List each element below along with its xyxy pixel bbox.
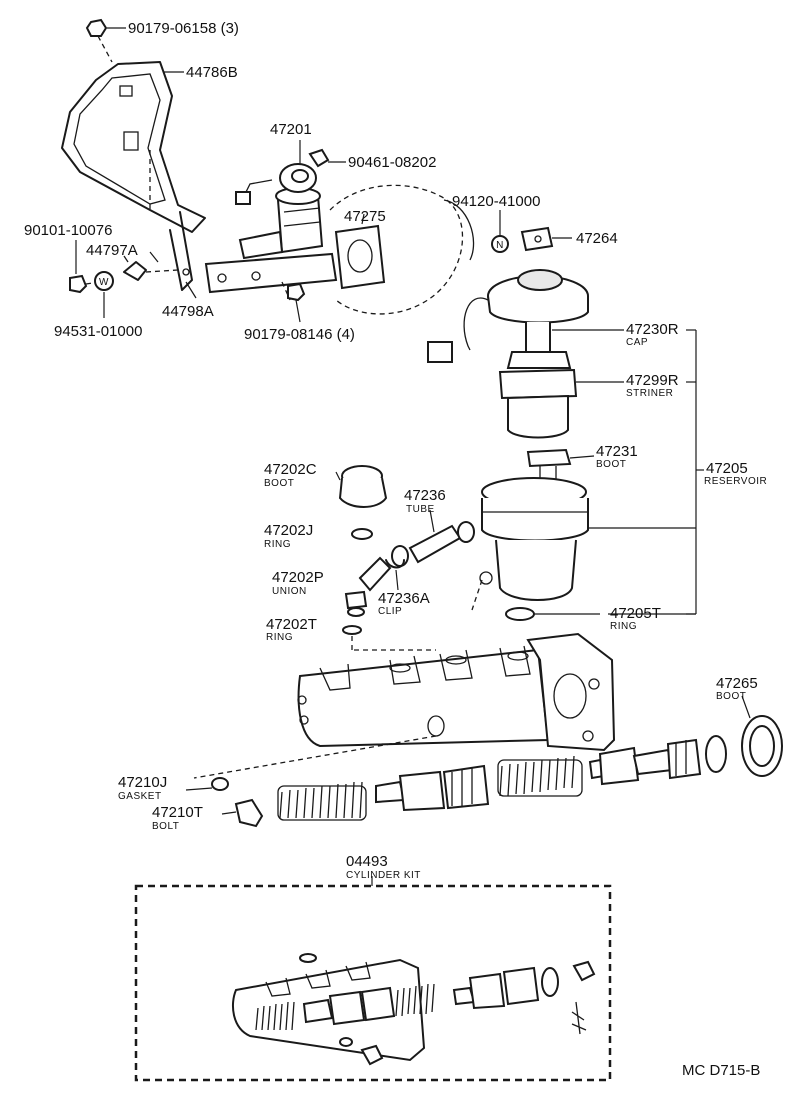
diagram-id: MC D715-B xyxy=(682,1062,760,1079)
reservoir-bracket-line xyxy=(608,329,704,615)
callout-c18: 47236 xyxy=(404,487,446,504)
bracket-47264 xyxy=(520,226,572,252)
callout-c15: 47231 xyxy=(596,443,638,460)
callout-c23: 47205T xyxy=(610,605,661,622)
nut-90179-08146 xyxy=(287,282,306,323)
ring-47202j xyxy=(351,528,373,540)
callout-c13: 47230R xyxy=(626,321,679,338)
bolt-47210t xyxy=(221,798,264,828)
booster-outline xyxy=(329,184,475,315)
callout-c2: 44786B xyxy=(186,64,238,81)
cylinder-kit-box xyxy=(134,884,612,1082)
washer-marker: W xyxy=(99,277,109,288)
callout-c9: 44797A xyxy=(86,242,138,259)
callout-c25: 47210J xyxy=(118,774,167,791)
ring-47202t xyxy=(342,625,362,635)
callout-c27-caption: CYLINDER KIT xyxy=(346,870,421,881)
callout-c13-caption: CAP xyxy=(626,337,648,348)
kit-contents xyxy=(232,953,596,1066)
callout-c10: 44798A xyxy=(162,303,214,320)
callout-c8: 90101-10076 xyxy=(24,222,112,239)
spring-primary xyxy=(277,781,367,821)
callout-c14: 47299R xyxy=(626,372,679,389)
callout-c3: 47201 xyxy=(270,121,312,138)
gasket-47275 xyxy=(334,213,386,290)
callout-c21-caption: CLIP xyxy=(378,606,402,617)
callout-c19: 47202J xyxy=(264,522,313,539)
washer-94531-01000: W xyxy=(94,271,114,318)
clip-47236a xyxy=(385,559,405,591)
snap-ring xyxy=(705,735,727,773)
callout-c14-caption: STRINER xyxy=(626,388,673,399)
cap-47230r xyxy=(427,269,624,363)
nut-94120-41000: N xyxy=(491,210,509,253)
callout-c26-caption: BOLT xyxy=(152,821,179,832)
strainer-47299r xyxy=(498,351,624,439)
callout-c21: 47236A xyxy=(378,590,430,607)
nut-marker: N xyxy=(496,240,504,251)
callout-c17: 47202C xyxy=(264,461,317,478)
callout-c17-caption: BOOT xyxy=(264,478,294,489)
bracket-44786b xyxy=(61,61,206,291)
callout-c16-caption: RESERVOIR xyxy=(704,476,767,487)
clip-90461-08202 xyxy=(308,148,346,168)
boot-47231 xyxy=(526,448,595,487)
callout-c20-caption: UNION xyxy=(272,586,307,597)
ring-47205t xyxy=(505,607,600,621)
reservoir-47205 xyxy=(471,477,696,611)
piston-secondary xyxy=(588,738,702,786)
callout-c24: 47265 xyxy=(716,675,758,692)
callout-c4: 90461-08202 xyxy=(348,154,436,171)
callout-c7: 47264 xyxy=(576,230,618,247)
callout-c15-caption: BOOT xyxy=(596,459,626,470)
callout-c6: 94120-41000 xyxy=(452,193,540,210)
clip-44797a xyxy=(123,251,179,281)
callout-c20: 47202P xyxy=(272,569,324,586)
bolt-90101-10076 xyxy=(69,240,101,294)
callout-c22: 47202T xyxy=(266,616,317,633)
callout-c11: 94531-01000 xyxy=(54,323,142,340)
callout-c16: 47205 xyxy=(706,460,748,477)
callout-c24-caption: BOOT xyxy=(716,691,746,702)
callout-c1: 90179-06158 (3) xyxy=(128,20,239,37)
callout-c12: 90179-08146 (4) xyxy=(244,326,355,343)
callout-c22-caption: RING xyxy=(266,632,293,643)
master-cylinder-47201 xyxy=(204,140,338,301)
bolt-90179-06158 xyxy=(85,18,126,63)
boot-47265 xyxy=(741,695,783,777)
callout-c25-caption: GASKET xyxy=(118,791,162,802)
spring-secondary xyxy=(497,755,583,797)
boot-47202c xyxy=(335,465,388,508)
callout-c5: 47275 xyxy=(344,208,386,225)
piston-primary xyxy=(375,764,490,812)
callout-c27: 04493 xyxy=(346,853,388,870)
callout-c18-caption: TUBE xyxy=(406,504,435,515)
union-47202p xyxy=(344,556,392,617)
callout-c26: 47210T xyxy=(152,804,203,821)
gasket-47210j xyxy=(185,777,229,791)
cylinder-body xyxy=(297,632,616,752)
callout-c19-caption: RING xyxy=(264,539,291,550)
callout-c23-caption: RING xyxy=(610,621,637,632)
tube-47236 xyxy=(391,509,475,567)
